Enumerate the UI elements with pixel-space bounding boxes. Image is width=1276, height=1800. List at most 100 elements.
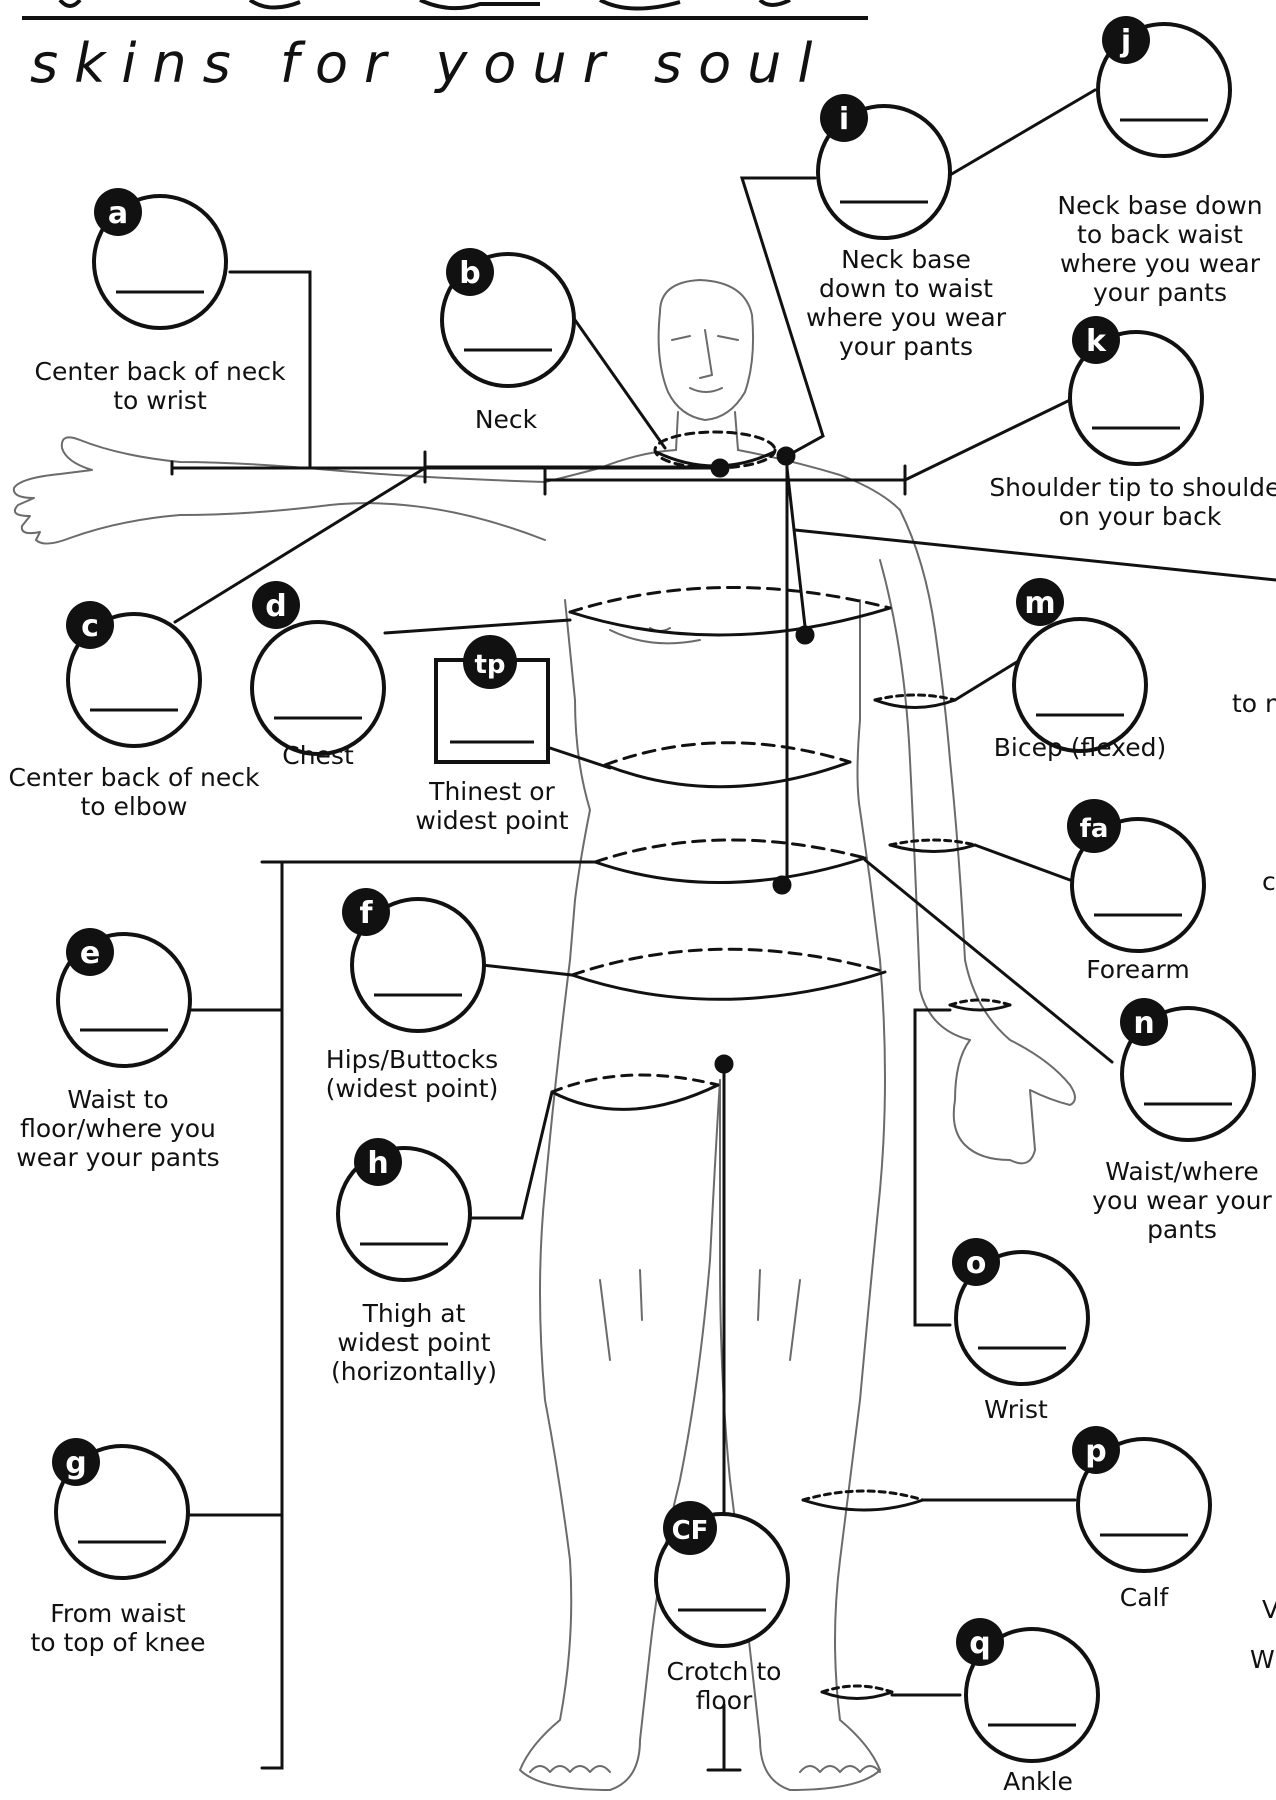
leader-o [915, 1010, 950, 1325]
callout-q: qAnkle [956, 1618, 1098, 1796]
leader-fa [975, 845, 1070, 880]
caption-line: Chest [282, 741, 354, 770]
callout-n: nWaist/whereyou wear yourpants [1092, 998, 1272, 1244]
leader-k [905, 400, 1070, 480]
caption-line: your pants [839, 332, 973, 361]
callout-f: fHips/Buttocks(widest point) [326, 888, 499, 1103]
badge-letter: k [1086, 324, 1107, 359]
caption-line: From waist [50, 1599, 186, 1628]
callout-m: mBicep (flexed) [994, 578, 1167, 762]
leader-b [575, 320, 665, 448]
leader-m [955, 660, 1020, 700]
caption-line: Waist/where [1105, 1157, 1258, 1186]
caption-line: (horizontally) [331, 1357, 497, 1386]
badge-letter: g [65, 1446, 86, 1481]
leader-j [950, 90, 1095, 175]
band-thigh [552, 1075, 718, 1092]
callout-h: hThigh atwidest point(horizontally) [331, 1138, 497, 1386]
badge-letter: q [969, 1626, 990, 1661]
badge-letter: e [80, 936, 100, 971]
callout-fa: faForearm [1067, 799, 1204, 984]
badge-letter: c [81, 609, 99, 644]
edge-fragment: to n [1232, 689, 1276, 718]
band-ankle [822, 1686, 892, 1692]
band-hips [572, 949, 885, 975]
header-rule [22, 0, 868, 18]
edge-fragment: V [1262, 1595, 1276, 1624]
edge-fragment: c [1262, 867, 1276, 896]
callout-c: cCenter back of neckto elbow [9, 601, 260, 821]
caption-line: on your back [1059, 502, 1222, 531]
badge-letter: p [1085, 1434, 1106, 1469]
caption-line: Calf [1120, 1583, 1170, 1612]
caption-line: Wrist [984, 1395, 1048, 1424]
callout-j: jNeck base downto back waistwhere you we… [1057, 16, 1262, 307]
caption-line: to wrist [113, 386, 207, 415]
badge-letter: j [1120, 24, 1131, 59]
caption-line: Waist to [67, 1085, 168, 1114]
badge-letter: o [966, 1246, 987, 1281]
badge-letter: f [359, 896, 373, 931]
caption-line: floor/where you [20, 1114, 216, 1143]
callout-tp: tpThinest orwidest point [415, 635, 568, 835]
caption-line: (widest point) [326, 1074, 499, 1103]
line-neck-to-elbow [425, 452, 720, 482]
badge-letter: fa [1080, 814, 1109, 844]
caption-line: Center back of neck [9, 763, 260, 792]
measure-circle [1014, 619, 1146, 751]
edge-fragment: W [1250, 1645, 1275, 1674]
caption-line: to elbow [81, 792, 188, 821]
face-features [672, 330, 738, 392]
caption-line: where you wear [1060, 249, 1261, 278]
caption-line: Thinest or [428, 777, 555, 806]
caption-line: pants [1147, 1215, 1217, 1244]
caption-line: widest point [337, 1328, 490, 1357]
badge-letter: n [1133, 1006, 1154, 1041]
caption-line: you wear your [1092, 1186, 1272, 1215]
caption-line: Hips/Buttocks [326, 1045, 498, 1074]
caption-line: where you wear [806, 303, 1007, 332]
left-arm-outline [14, 437, 545, 543]
callout-o: oWrist [952, 1238, 1088, 1424]
caption-line: to back waist [1077, 220, 1243, 249]
callout-g: gFrom waistto top of knee [30, 1438, 205, 1657]
badge-letter: h [367, 1146, 388, 1181]
badge-letter: tp [474, 650, 505, 680]
caption-line: Center back of neck [35, 357, 286, 386]
measure-circle [252, 622, 384, 754]
caption-line: Ankle [1003, 1767, 1073, 1796]
caption-line: widest point [415, 806, 568, 835]
caption-line: Crotch to [667, 1657, 782, 1686]
caption-line: floor [696, 1686, 753, 1715]
badge-letter: m [1024, 586, 1055, 621]
torso-outline [565, 600, 590, 960]
badge-letter: a [108, 196, 128, 231]
callout-d: dChest [252, 581, 384, 770]
caption-line: to top of knee [30, 1628, 205, 1657]
caption-line: Shoulder tip to shoulder [989, 473, 1276, 502]
caption-line: Forearm [1086, 955, 1189, 984]
callout-cf: CF Crotch tofloor [656, 1501, 788, 1715]
leader-h [460, 1092, 552, 1218]
badge-letter: b [459, 256, 480, 291]
callouts: aCenter back of neckto wristbNeckcCenter… [9, 16, 1276, 1796]
badge-letter: CF [672, 1516, 709, 1546]
caption-line: Bicep (flexed) [994, 733, 1167, 762]
caption-line: Neck base [841, 245, 971, 274]
band-chest [570, 587, 890, 612]
callout-k: kShoulder tip to shoulderon your back [989, 316, 1276, 531]
badge-letter: d [265, 589, 286, 624]
caption-line: your pants [1093, 278, 1227, 307]
band-forearm [890, 840, 975, 845]
callout-e: eWaist tofloor/where youwear your pants [16, 928, 219, 1172]
leader-f [482, 965, 572, 975]
leader-c [175, 468, 425, 622]
callout-a: aCenter back of neckto wrist [35, 188, 286, 415]
head-outline [659, 280, 753, 420]
band-waist [595, 840, 865, 862]
caption-line: Thigh at [362, 1299, 466, 1328]
caption-line: Neck [475, 405, 538, 434]
callout-p: pCalf [1072, 1426, 1210, 1612]
